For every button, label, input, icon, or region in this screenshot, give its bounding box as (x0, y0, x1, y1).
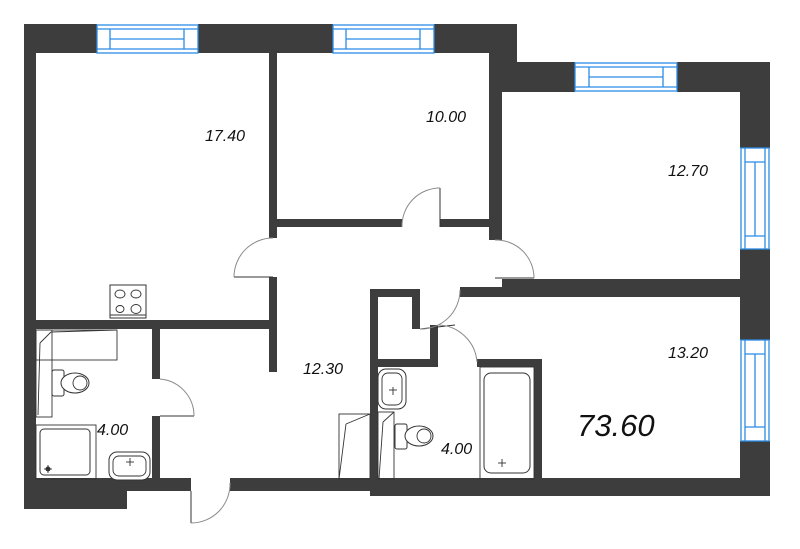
walls (24, 24, 770, 509)
door-right-bathroom (437, 324, 478, 363)
toilet-icon (51, 369, 90, 397)
total-area-label: 73.60 (577, 408, 655, 443)
area-label-bedroom-left: 17.40 (205, 128, 246, 145)
window-top-middle (332, 24, 435, 54)
window-right-upper (740, 147, 770, 250)
door-middle-bedroom (401, 187, 441, 228)
window-top-right (574, 62, 678, 92)
stove-icon (109, 284, 147, 319)
door-right-top-bedroom (494, 239, 535, 279)
window-top-left (96, 24, 199, 54)
area-label-hallway: 12.30 (303, 361, 344, 378)
door-closet (419, 289, 461, 330)
bathtub-icon (479, 366, 535, 480)
window-right-lower (740, 339, 770, 442)
area-label-bedroom-middle: 10.00 (426, 109, 467, 126)
sink-right-icon (377, 368, 407, 410)
door-entrance (190, 482, 231, 524)
sink-icon (108, 451, 151, 481)
door-left-bathroom (159, 378, 195, 417)
toilet-right-icon (394, 423, 434, 450)
wardrobe-icon (338, 413, 371, 480)
area-label-bathroom-right: 4.00 (441, 441, 473, 458)
area-label-bedroom-right-top: 12.70 (668, 163, 709, 180)
area-label-room-right-bottom: 13.20 (668, 345, 709, 362)
door-left-bedroom (233, 237, 274, 278)
shower-icon (35, 424, 97, 480)
washing-machine-right-icon (377, 411, 395, 480)
area-label-bathroom-left: 4.00 (97, 422, 129, 439)
